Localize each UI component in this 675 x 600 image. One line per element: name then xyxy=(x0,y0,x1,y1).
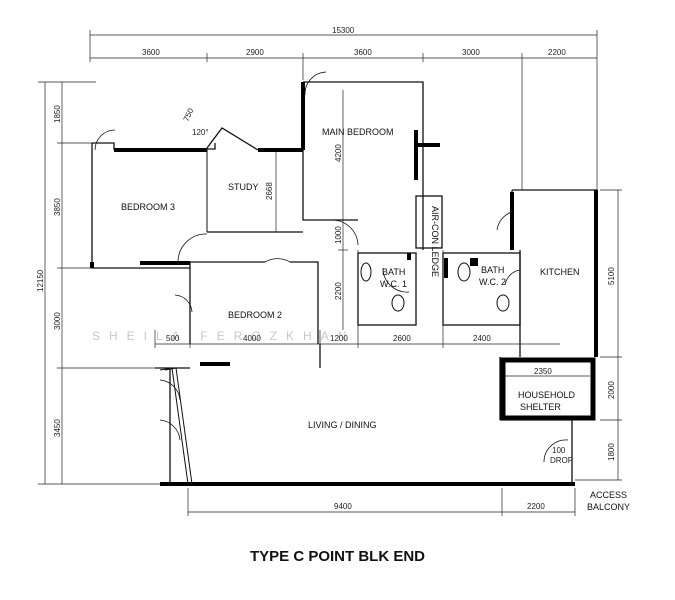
living-dining-label: LIVING / DINING xyxy=(308,420,377,430)
dim-left-2: 3850 xyxy=(53,198,62,216)
plan-title: TYPE C POINT BLK END xyxy=(249,548,425,565)
access-label: ACCESS xyxy=(590,490,627,500)
aircon-ledge-label: AIR-CON LEDGE xyxy=(430,206,440,277)
bedroom-2-label: BEDROOM 2 xyxy=(228,310,282,320)
dim-mid-5: 2400 xyxy=(473,334,491,343)
floor-plan: SHEILA FEROZKHAN xyxy=(36,26,630,516)
dim-mid-2: 4000 xyxy=(243,334,261,343)
dim-bay-angle: 120° xyxy=(192,128,209,137)
main-bedroom-label: MAIN BEDROOM xyxy=(322,127,394,137)
bath-fixtures xyxy=(360,258,510,312)
dim-right-1: 5100 xyxy=(607,267,616,285)
watermark: SHEILA FEROZKHAN xyxy=(92,329,355,343)
dim-study-height: 2668 xyxy=(265,182,274,200)
kitchen-label: KITCHEN xyxy=(540,267,580,277)
dim-left-4: 3450 xyxy=(53,419,62,437)
walls xyxy=(90,81,598,486)
dim-top-4: 3000 xyxy=(462,48,480,57)
dim-total-top: 15300 xyxy=(332,26,355,35)
dim-left-1: 1850 xyxy=(53,105,62,123)
dim-mid-4: 2600 xyxy=(393,334,411,343)
dim-top-1: 3600 xyxy=(142,48,160,57)
drop-label: DROP xyxy=(550,456,573,465)
dim-mbr-lower-2: 2200 xyxy=(334,282,343,300)
wc-2-label: W.C. 2 xyxy=(479,277,506,287)
dim-bottom-2: 2200 xyxy=(527,502,545,511)
dim-bottom-1: 9400 xyxy=(334,502,352,511)
dim-bay-size: 750 xyxy=(182,106,196,122)
dim-mid-1: 500 xyxy=(166,334,180,343)
room-labels: MAIN BEDROOM BEDROOM 3 STUDY BEDROOM 2 A… xyxy=(121,127,630,512)
bath-1-label: BATH xyxy=(382,267,405,277)
study-label: STUDY xyxy=(228,182,259,192)
door-swings xyxy=(94,71,569,463)
wc-1-label: W.C. 1 xyxy=(380,279,407,289)
dim-mid-3: 1200 xyxy=(330,334,348,343)
dimension-lines xyxy=(38,30,622,516)
household-label: HOUSEHOLD xyxy=(518,390,576,400)
dim-right-2: 2000 xyxy=(607,381,616,399)
dimension-labels: 15300 3600 2900 3600 3000 2200 12150 185… xyxy=(36,26,616,511)
bedroom-3-label: BEDROOM 3 xyxy=(121,202,175,212)
dim-top-2: 2900 xyxy=(246,48,264,57)
dim-mbr-lower-1: 1000 xyxy=(334,226,343,244)
balcony-label: BALCONY xyxy=(587,502,630,512)
dim-shelter-width: 2350 xyxy=(534,367,552,376)
dim-main-bedroom-height: 4200 xyxy=(334,144,343,162)
drop-value: 100 xyxy=(552,446,566,455)
shelter-label: SHELTER xyxy=(520,402,561,412)
dim-top-5: 2200 xyxy=(548,48,566,57)
dim-top-3: 3600 xyxy=(354,48,372,57)
bath-2-label: BATH xyxy=(481,265,504,275)
dim-left-3: 3000 xyxy=(53,312,62,330)
dim-right-3: 1800 xyxy=(607,443,616,461)
dim-left-total: 12150 xyxy=(36,269,45,292)
